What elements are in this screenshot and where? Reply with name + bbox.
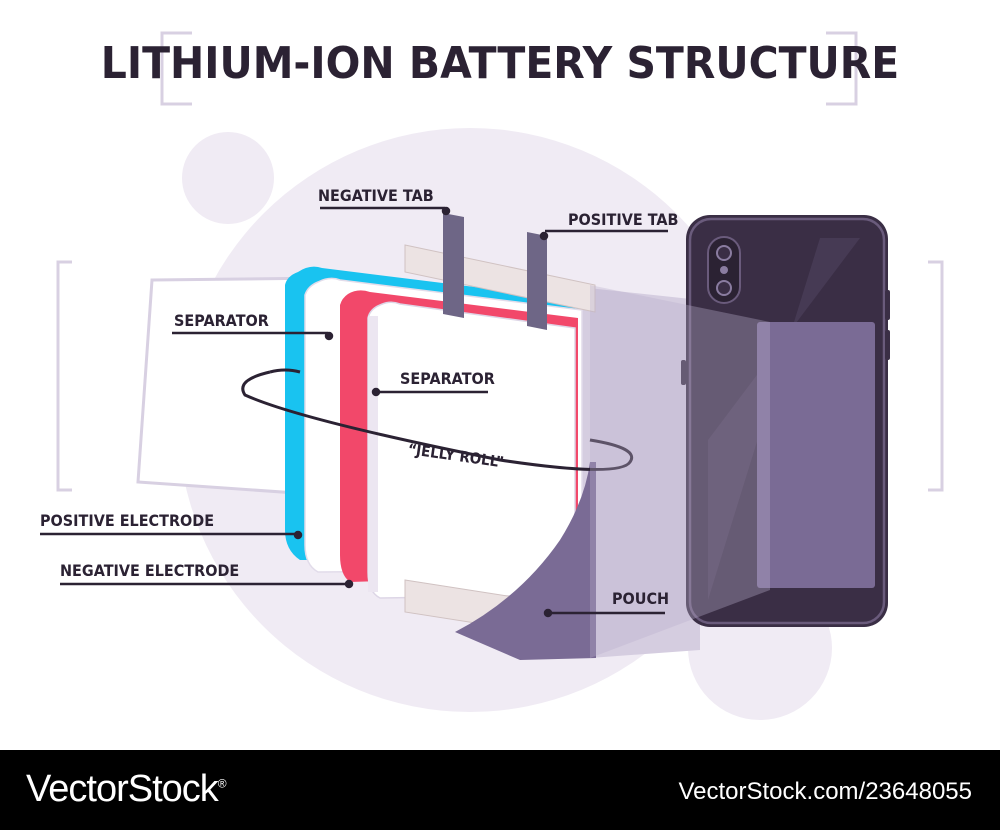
battery-diagram xyxy=(40,31,944,720)
camera-lens-top xyxy=(716,245,732,261)
page-title: LITHIUM-ION BATTERY STRUCTURE xyxy=(100,38,900,89)
label-positive-electrode: POSITIVE ELECTRODE xyxy=(40,511,215,530)
leader-positive-tab-dot xyxy=(539,231,549,241)
camera-lens-bottom xyxy=(716,280,732,296)
leader-lines xyxy=(40,206,668,618)
registered-mark: ® xyxy=(217,776,227,791)
leader-separator-outer-dot xyxy=(324,331,334,341)
phone-side-button-1 xyxy=(885,290,890,320)
stock-image-url: VectorStock.com/23648055 xyxy=(678,778,972,805)
title-bracket-right xyxy=(826,31,858,106)
vectorstock-logo: VectorStock® xyxy=(26,768,227,811)
brand-name: VectorStock xyxy=(26,768,219,810)
positive-tab-shape xyxy=(527,232,547,330)
label-negative-electrode: NEGATIVE ELECTRODE xyxy=(60,561,240,580)
inner-sheet-edge xyxy=(368,316,378,592)
leader-positive-electrode-dot xyxy=(293,530,303,540)
phone-glare xyxy=(708,238,860,600)
leader-separator-inner-dot xyxy=(371,387,381,397)
diagram-stage: LITHIUM-ION BATTERY STRUCTURE NEGATIVE T… xyxy=(40,31,944,720)
label-separator-inner: SEPARATOR xyxy=(400,369,495,388)
side-bracket-left xyxy=(56,260,72,492)
leader-negative-tab-dot xyxy=(441,206,451,216)
phone-rim xyxy=(688,217,886,625)
side-bracket-right xyxy=(928,260,944,492)
camera-lens-mid xyxy=(720,266,728,274)
phone-side-button-2 xyxy=(885,330,890,360)
label-negative-tab: NEGATIVE TAB xyxy=(318,186,434,205)
background-small-circle xyxy=(182,132,274,224)
jelly-roll-loop xyxy=(241,370,634,471)
label-separator-outer: SEPARATOR xyxy=(174,311,269,330)
title-bracket-left xyxy=(160,31,192,106)
negative-tab-shape xyxy=(443,213,464,318)
phone-side-button-3 xyxy=(681,360,686,385)
leader-negative-electrode-dot xyxy=(344,579,354,589)
pouch-curl xyxy=(455,462,596,660)
label-pouch: POUCH xyxy=(612,589,670,608)
phone-screen-panel xyxy=(757,322,875,588)
label-positive-tab: POSITIVE TAB xyxy=(568,210,679,229)
pouch-overlay xyxy=(590,285,770,658)
jelly-roll-loop-top xyxy=(269,368,301,374)
leader-pouch-dot xyxy=(543,608,553,618)
watermark-footer: VectorStock® VectorStock.com/23648055 xyxy=(0,750,1000,830)
